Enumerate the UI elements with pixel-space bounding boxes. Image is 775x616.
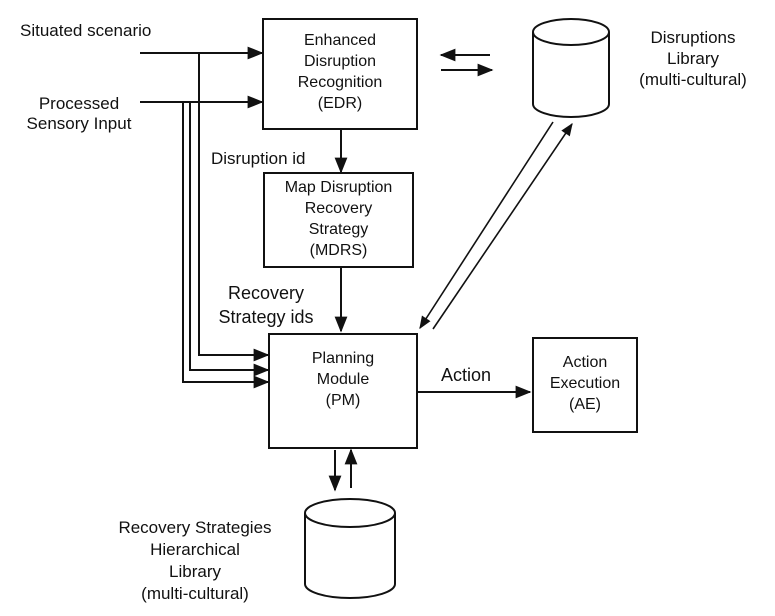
edr-box-text: Enhanced Disruption Recognition (EDR) — [262, 30, 418, 114]
disruptions-library-cylinder — [532, 18, 610, 118]
recovery-strategies-library-cylinder — [304, 498, 396, 599]
mdrs-box-text: Map Disruption Recovery Strategy (MDRS) — [263, 177, 414, 261]
situated-scenario-drop — [198, 53, 270, 362]
situated-scenario-label: Situated scenario — [20, 21, 152, 40]
processed-input-drop-1 — [182, 102, 270, 389]
mdrs-line-4: (MDRS) — [309, 242, 368, 259]
mdrs-line-3: Strategy — [308, 221, 369, 238]
mdrs-line-1: Map Disruption — [284, 179, 393, 196]
mdrs-box — [263, 172, 414, 268]
pm-line-1: Planning — [311, 350, 375, 367]
action-label: Action — [441, 365, 492, 385]
recovery-library-line-1: Recovery Strategies — [118, 518, 272, 537]
planning-module-text: Planning Module (PM) — [268, 348, 418, 411]
recovery-ids-line-2: Strategy ids — [218, 307, 314, 327]
ae-line-2: Execution — [549, 375, 621, 392]
pm-to-library-arrow — [432, 122, 573, 330]
processed-sensory-input-label: Processed Sensory Input — [6, 94, 152, 134]
edr-line-1: Enhanced — [303, 32, 377, 49]
disruptions-library-line-3: (multi-cultural) — [639, 70, 747, 89]
action-execution-text: Action Execution (AE) — [532, 352, 638, 415]
disruptions-library-line-1: Disruptions — [650, 28, 736, 47]
action-execution-box — [532, 337, 638, 433]
recovery-strategy-ids-label: Recovery Strategy ids — [210, 281, 322, 329]
processed-input-drop-2 — [189, 102, 270, 377]
pm-line-2: Module — [316, 371, 370, 388]
mdrs-line-2: Recovery — [304, 200, 373, 217]
disruptions-library-line-2: Library — [667, 49, 719, 68]
library-to-pm-arrow — [419, 121, 554, 330]
planning-module-box — [268, 333, 418, 449]
pm-line-3: (PM) — [325, 392, 361, 409]
edr-line-4: (EDR) — [317, 95, 363, 112]
recovery-library-line-3: Library — [169, 562, 221, 581]
edr-box — [262, 18, 418, 130]
recovery-ids-line-1: Recovery — [227, 283, 305, 303]
disruption-id-label: Disruption id — [211, 149, 306, 168]
recovery-library-line-2: Hierarchical — [150, 540, 240, 559]
edr-line-2: Disruption — [303, 53, 377, 70]
processed-line-1: Processed — [38, 94, 120, 113]
processed-line-2: Sensory Input — [26, 114, 132, 133]
ae-line-3: (AE) — [569, 396, 601, 413]
ae-line-1: Action — [562, 354, 608, 371]
edr-line-3: Recognition — [297, 74, 383, 91]
recovery-library-line-4: (multi-cultural) — [141, 584, 249, 603]
recovery-strategies-library-label: Recovery Strategies Hierarchical Library… — [100, 517, 290, 605]
disruptions-library-label: Disruptions Library (multi-cultural) — [618, 27, 768, 90]
